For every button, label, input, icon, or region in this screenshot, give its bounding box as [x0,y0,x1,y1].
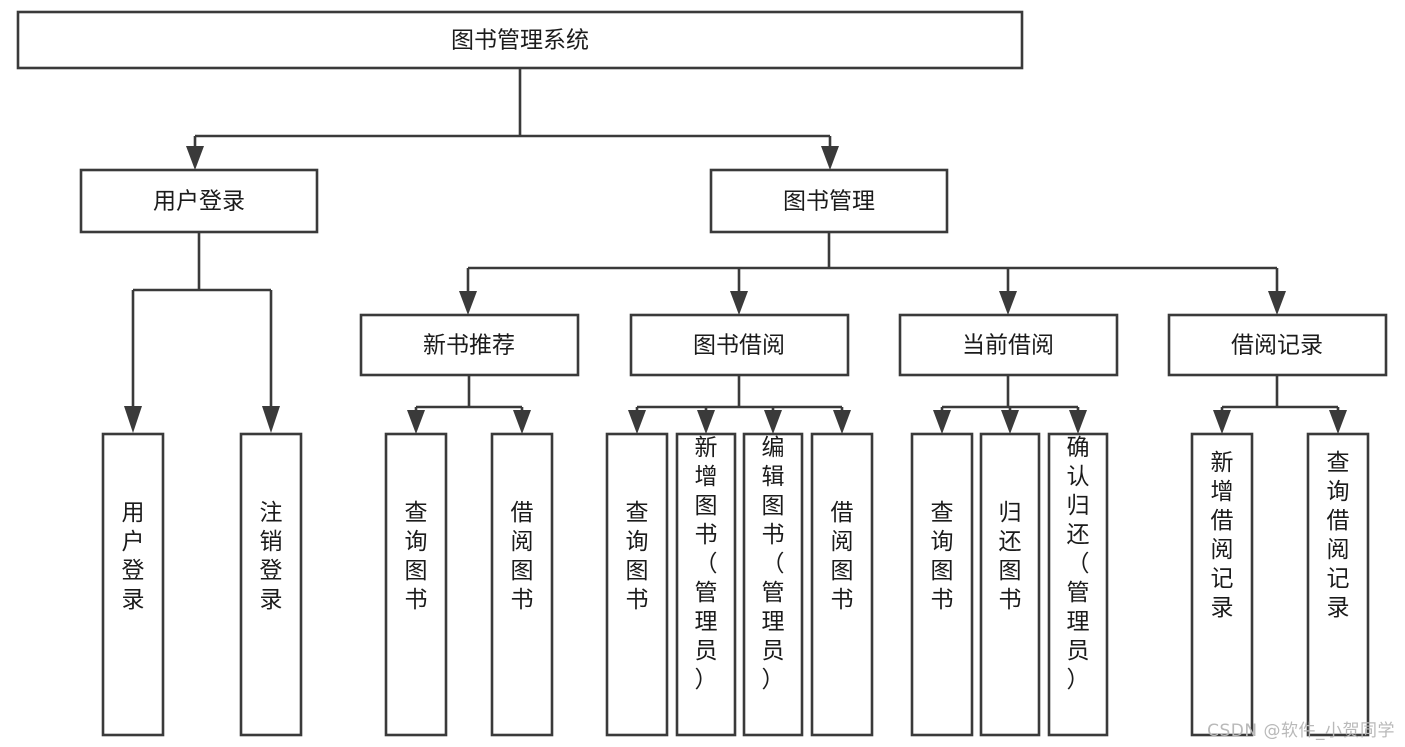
node-book-management-box[interactable] [709,168,949,234]
node-root[interactable]: 图书管理系统 [16,10,1024,70]
node-leaf-add-book-box[interactable] [675,432,737,737]
node-leaf-query-book-1-box[interactable] [384,432,448,737]
node-leaf-add-book[interactable]: 新增图书（管理员） [675,432,737,737]
node-root-label: 图书管理系统 [451,28,589,54]
connector-group-current-borrow [933,375,1087,434]
node-borrow-record[interactable]: 借阅记录 [1167,313,1388,377]
arrowhead-leaf-logout-login [262,406,280,433]
node-book-management[interactable]: 图书管理 [709,168,949,234]
arrowhead-leaf-query-book-1 [407,410,425,434]
node-current-borrow-label: 当前借阅 [962,333,1054,359]
connector-group-root [186,68,839,170]
node-leaf-user-login[interactable]: 用户登录 [101,432,165,737]
node-leaf-add-record-label: 新增借阅记录 [1211,450,1234,621]
node-book-management-label: 图书管理 [783,189,875,215]
node-user-login-box[interactable] [79,168,319,234]
node-leaf-query-record[interactable]: 查询借阅记录 [1306,432,1370,737]
node-leaf-user-login-label: 用户登录 [122,500,145,613]
node-leaf-query-book-3[interactable]: 查询图书 [910,432,974,737]
node-current-borrow-box[interactable] [898,313,1119,377]
node-book-borrow[interactable]: 图书借阅 [629,313,850,377]
node-leaf-query-book-2-label: 查询图书 [626,500,649,613]
node-leaf-query-book-2-box[interactable] [605,432,669,737]
arrowhead-user-login [186,146,204,170]
arrowhead-book-borrow [730,291,748,315]
node-book-borrow-label: 图书借阅 [693,333,785,359]
node-borrow-record-label: 借阅记录 [1231,333,1323,359]
node-leaf-confirm-return[interactable]: 确认归还（管理员） [1047,432,1109,737]
connector-group-new-book-recommend [407,375,531,434]
node-leaf-return-book-box[interactable] [979,432,1041,737]
node-leaf-borrow-book-1-label: 借阅图书 [511,500,534,613]
node-leaf-query-book-1-label: 查询图书 [405,500,428,613]
node-leaf-query-book-3-label: 查询图书 [931,500,954,613]
node-leaf-confirm-return-box[interactable] [1047,432,1109,737]
connector-group-book-borrow [628,375,851,434]
node-leaf-query-record-label: 查询借阅记录 [1327,450,1350,621]
node-leaf-logout-login-label: 注销登录 [260,500,283,613]
node-leaf-query-book-3-box[interactable] [910,432,974,737]
node-leaf-add-book-label: 新增图书（管理员） [695,435,718,693]
node-user-login[interactable]: 用户登录 [79,168,319,234]
arrowhead-new-book-recommend [459,291,477,315]
node-leaf-borrow-book-1[interactable]: 借阅图书 [490,432,554,737]
arrowhead-leaf-borrow-book-2 [833,410,851,434]
arrowhead-leaf-query-book-2 [628,410,646,434]
arrowhead-leaf-edit-book [764,410,782,434]
node-leaf-return-book[interactable]: 归还图书 [979,432,1041,737]
node-leaf-edit-book[interactable]: 编辑图书（管理员） [742,432,804,737]
connector-group-borrow-record [1213,375,1347,434]
node-new-book-recommend-label: 新书推荐 [423,333,515,359]
connector-group-user-login [124,232,280,433]
arrowhead-leaf-borrow-book-1 [513,410,531,434]
node-leaf-return-book-label: 归还图书 [999,500,1022,613]
node-leaf-query-book-1[interactable]: 查询图书 [384,432,448,737]
connector-group-book-management [459,232,1286,315]
node-current-borrow[interactable]: 当前借阅 [898,313,1119,377]
csdn-watermark: CSDN @软件_小贺同学 [1207,721,1395,741]
arrowhead-leaf-confirm-return [1069,410,1087,434]
arrowhead-leaf-add-book [697,410,715,434]
node-root-box[interactable] [16,10,1024,70]
arrowhead-borrow-record [1268,291,1286,315]
node-leaf-add-record-box[interactable] [1190,432,1254,737]
node-leaf-edit-book-label: 编辑图书（管理员） [762,435,785,693]
arrowhead-leaf-user-login [124,406,142,433]
node-leaf-user-login-box[interactable] [101,432,165,737]
node-borrow-record-box[interactable] [1167,313,1388,377]
node-book-borrow-box[interactable] [629,313,850,377]
node-leaf-borrow-book-2-label: 借阅图书 [831,500,854,613]
node-leaf-logout-login[interactable]: 注销登录 [239,432,303,737]
node-leaf-borrow-book-2[interactable]: 借阅图书 [810,432,874,737]
node-leaf-borrow-book-1-box[interactable] [490,432,554,737]
node-leaf-borrow-book-2-box[interactable] [810,432,874,737]
node-new-book-recommend-box[interactable] [359,313,580,377]
arrowhead-leaf-query-record [1329,410,1347,434]
arrowhead-leaf-add-record [1213,410,1231,434]
arrowhead-book-management [821,146,839,170]
node-new-book-recommend[interactable]: 新书推荐 [359,313,580,377]
node-leaf-confirm-return-label: 确认归还（管理员） [1067,435,1090,693]
node-leaf-add-record[interactable]: 新增借阅记录 [1190,432,1254,737]
arrowhead-current-borrow [999,291,1017,315]
node-user-login-label: 用户登录 [153,189,245,215]
node-leaf-logout-login-box[interactable] [239,432,303,737]
node-leaf-edit-book-box[interactable] [742,432,804,737]
node-leaf-query-book-2[interactable]: 查询图书 [605,432,669,737]
arrowhead-leaf-query-book-3 [933,410,951,434]
node-leaf-query-record-box[interactable] [1306,432,1370,737]
arrowhead-leaf-return-book [1001,410,1019,434]
